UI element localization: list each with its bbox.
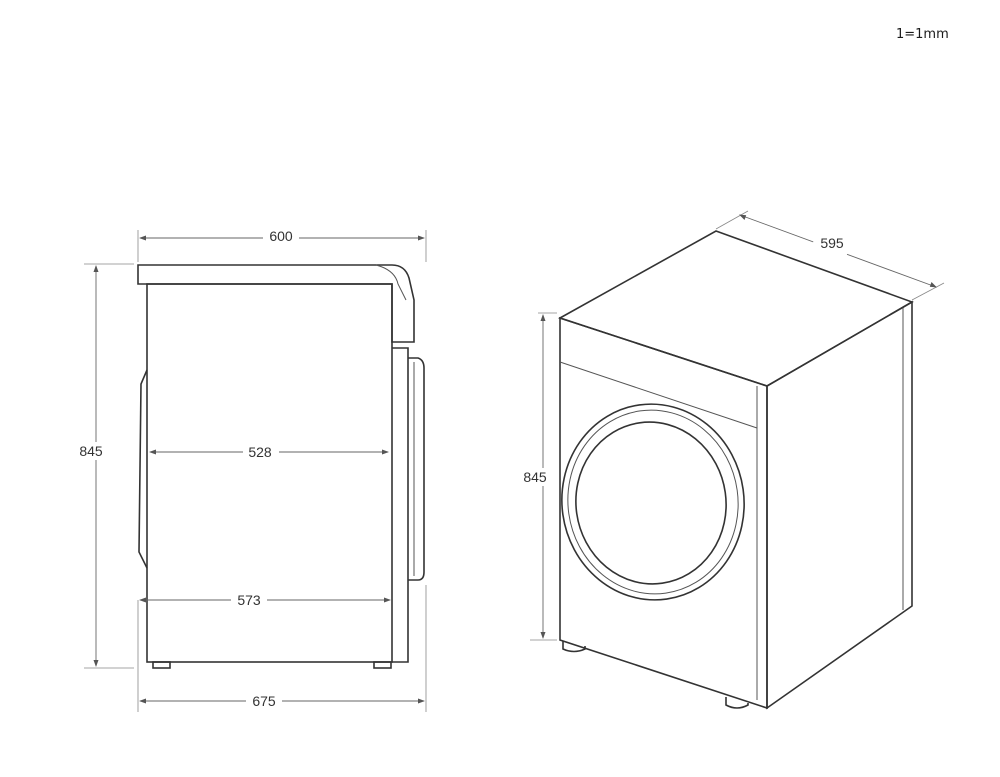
scale-note: 1=1mm — [896, 27, 949, 42]
dim-528-label: 528 — [248, 444, 272, 460]
dim-595-label: 595 — [820, 235, 844, 251]
side-body — [146, 283, 393, 663]
side-foot-left — [152, 661, 171, 669]
dim-600-label: 600 — [269, 228, 293, 244]
side-foot-right — [373, 661, 392, 669]
side-door — [408, 357, 425, 581]
persp-control-panel-line — [559, 361, 758, 429]
dim-573-label: 573 — [237, 592, 261, 608]
persp-door-glass — [575, 421, 727, 585]
side-top-curve — [375, 264, 407, 301]
persp-door-outer — [561, 403, 745, 601]
side-view: 600 845 528 573 — [76, 227, 427, 712]
dim-675-label: 675 — [252, 693, 276, 709]
side-front-panel — [392, 347, 409, 663]
persp-door-ring — [567, 409, 739, 595]
dim-845-persp-label: 845 — [523, 469, 547, 485]
dim-845-side-label: 845 — [79, 443, 103, 459]
perspective-view: 595 845 — [520, 210, 945, 710]
persp-front-face — [559, 316, 768, 710]
side-top-panel — [137, 264, 415, 343]
persp-side-face — [766, 300, 913, 710]
side-back-hump — [138, 369, 148, 569]
persp-foot-left — [562, 641, 586, 653]
persp-foot-right — [725, 697, 749, 709]
persp-top-face — [558, 230, 914, 387]
